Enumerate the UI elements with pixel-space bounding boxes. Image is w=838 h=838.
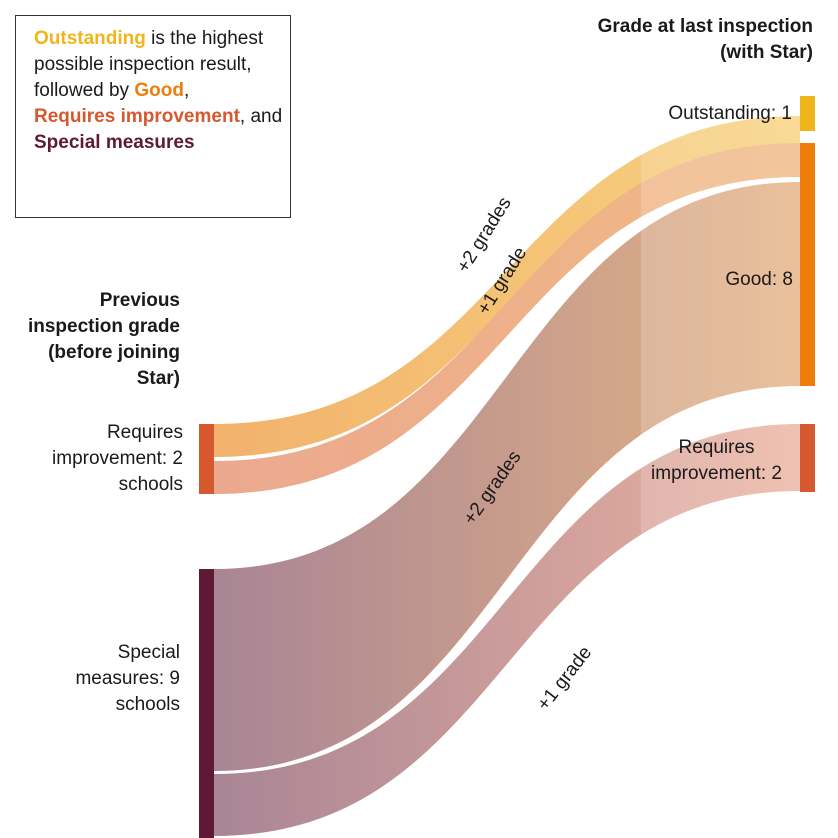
legend-box: Outstanding is the highest possible insp… xyxy=(15,15,291,218)
flow-ri-to-good xyxy=(214,143,800,494)
legend-good: Good xyxy=(134,80,184,101)
node-special-measures-previous xyxy=(199,569,214,838)
node-label-requires-improvement-previous: Requires improvement: 2 schools xyxy=(52,422,183,495)
flow-sm-to-ri xyxy=(214,424,800,836)
node-label-good-current: Good: 8 xyxy=(725,269,793,290)
legend-outstanding: Outstanding xyxy=(34,28,146,49)
target-label-band xyxy=(641,96,800,642)
flow-ri-to-outstanding xyxy=(214,116,800,457)
legend-text-2: , xyxy=(183,80,190,101)
node-label-special-measures-previous: Special measures: 9 schools xyxy=(75,642,180,715)
right-axis-header: Grade at last inspection (with Star) xyxy=(597,16,813,63)
left-axis-header: Previous inspection grade (before joinin… xyxy=(27,290,180,389)
node-label-outstanding-current: Outstanding: 1 xyxy=(668,103,792,124)
node-good-current xyxy=(800,143,815,386)
flow-sm-to-good xyxy=(214,182,800,771)
node-label-requires-improvement-current: Requires improvement: 2 xyxy=(651,437,782,484)
flow-label-sm-to-ri: +1 grade xyxy=(533,642,596,714)
legend-text-3: , and xyxy=(239,106,283,127)
legend-text-1: is the highest possible inspection resul… xyxy=(34,28,264,101)
legend-requires-improvement: Requires improvement xyxy=(34,106,240,127)
node-requires-improvement-current xyxy=(800,424,815,492)
legend-special-measures: Special measures xyxy=(34,132,195,153)
node-outstanding-current xyxy=(800,96,815,131)
node-requires-improvement-previous xyxy=(199,424,214,494)
